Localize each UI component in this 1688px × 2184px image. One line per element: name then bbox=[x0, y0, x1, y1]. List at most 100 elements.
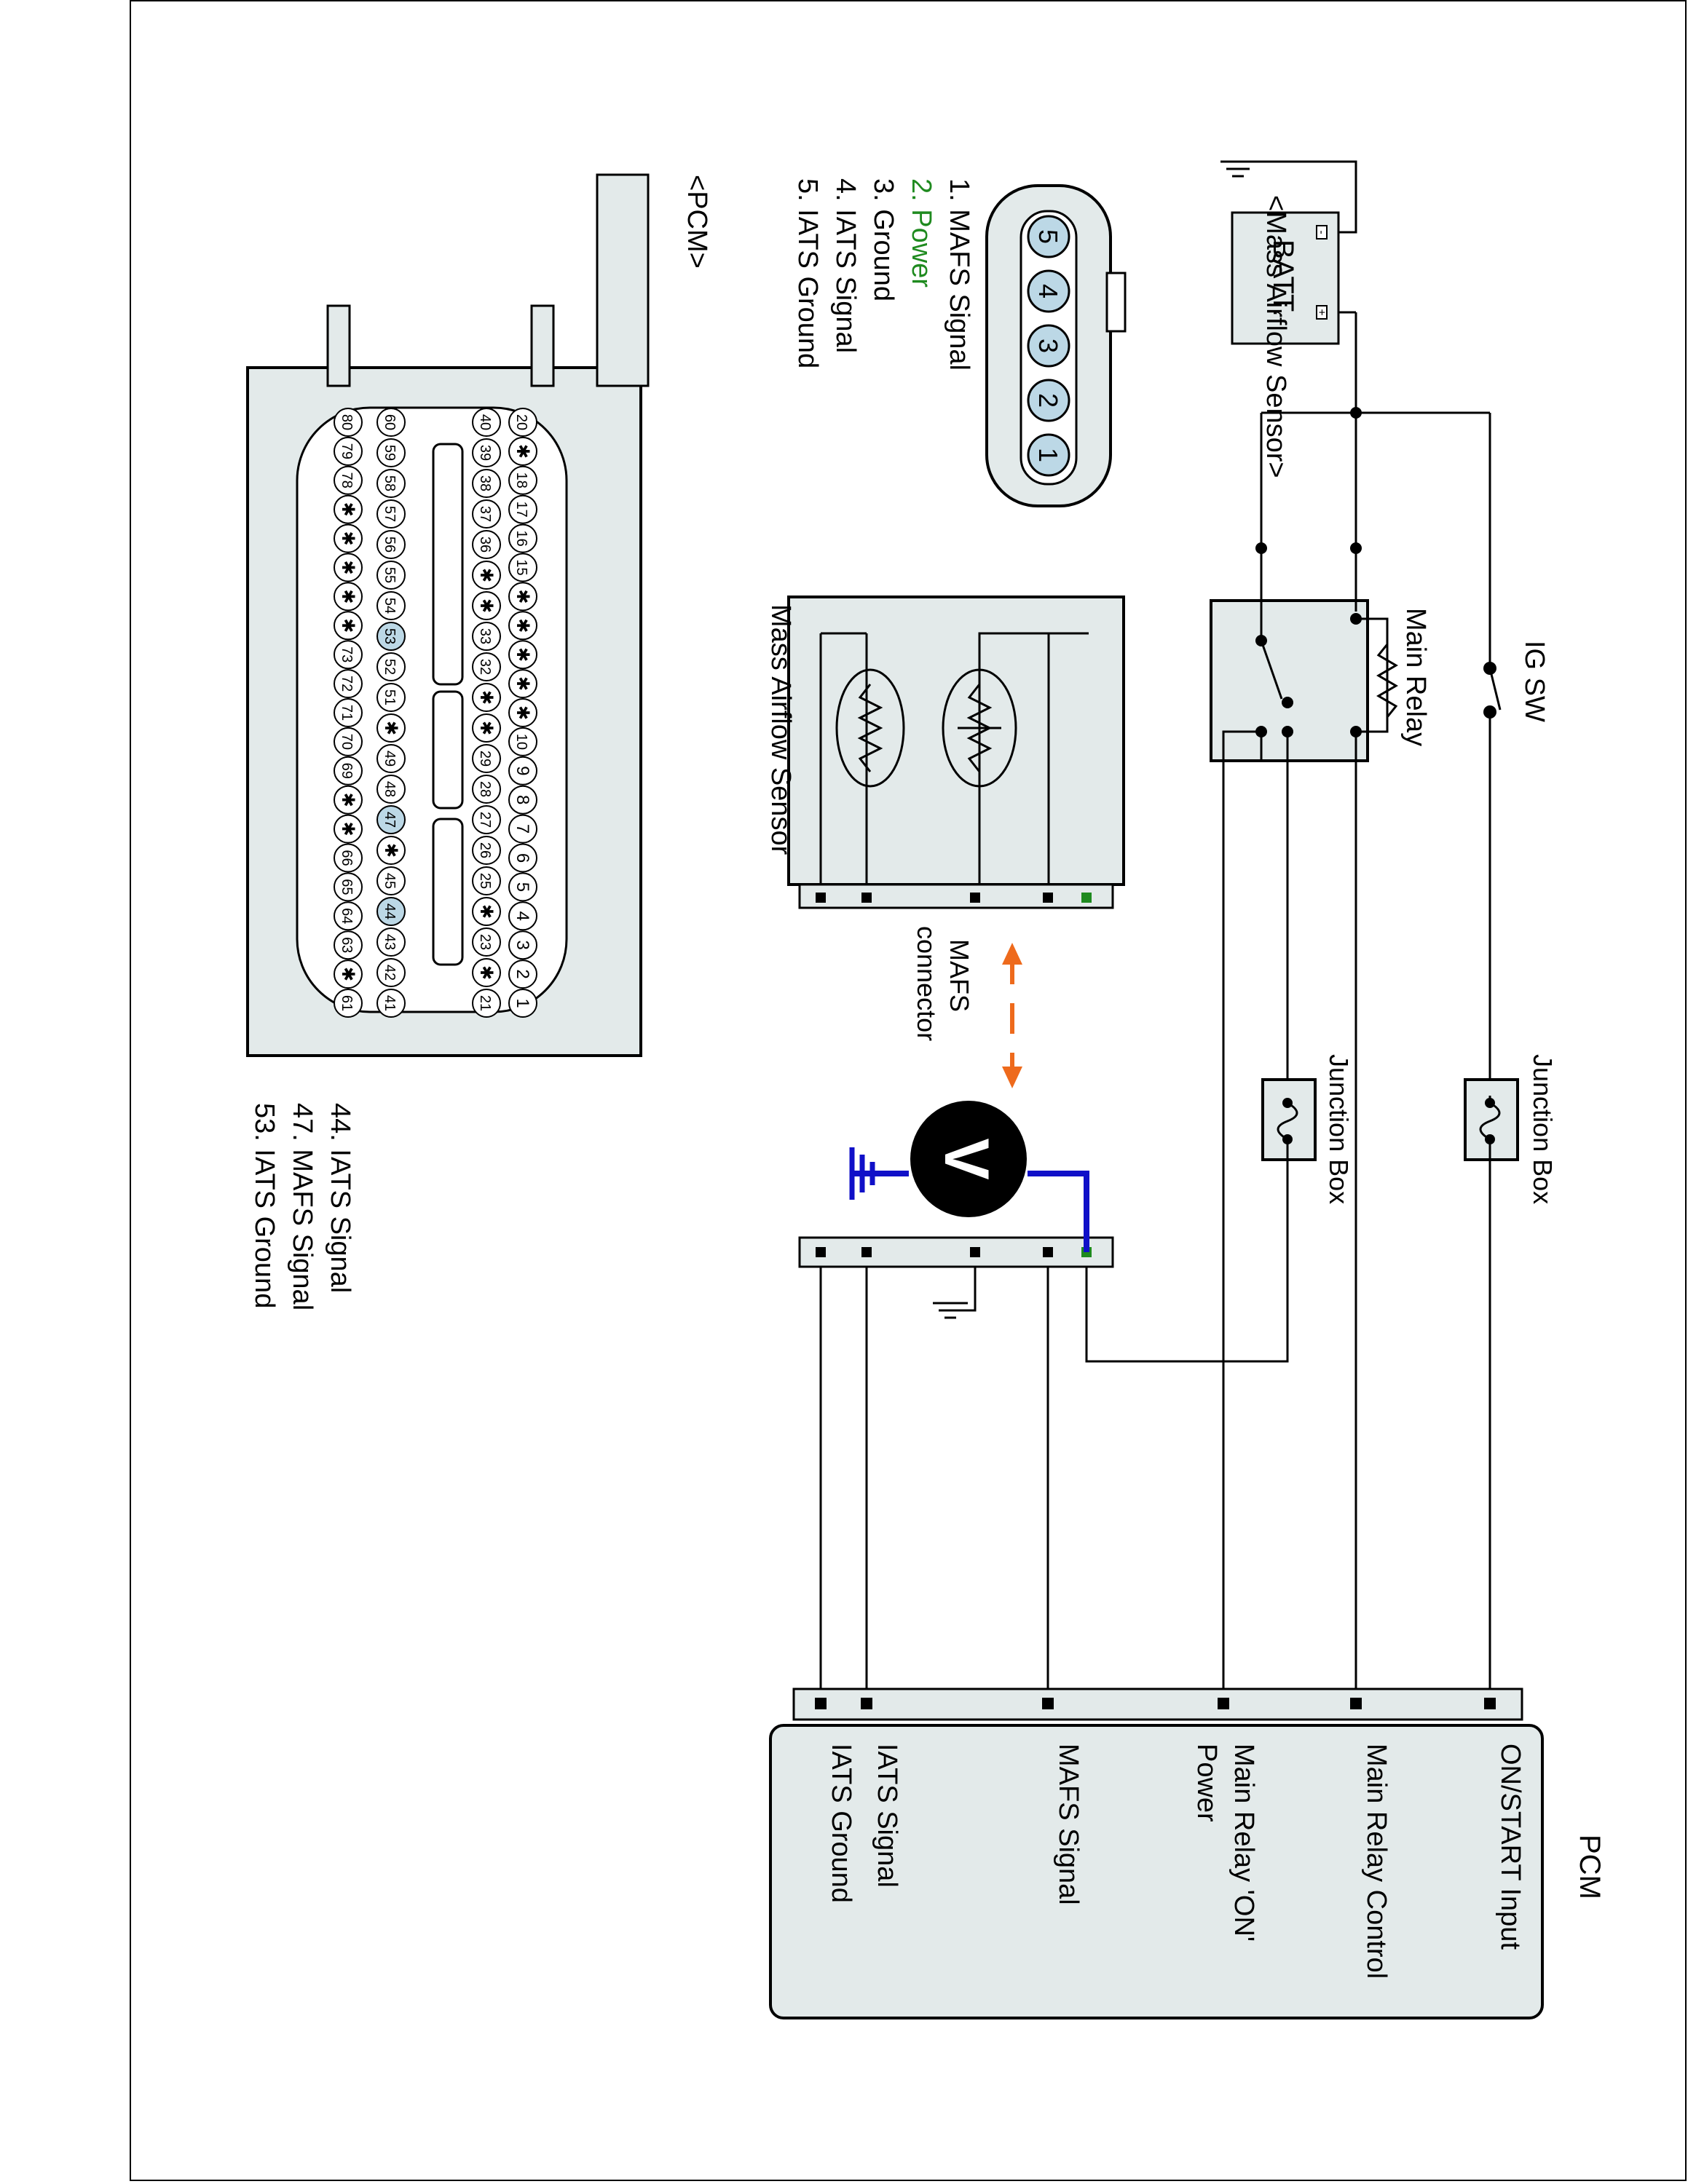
ig-sw-blade bbox=[1488, 668, 1502, 711]
pcm-connector-pin bbox=[334, 640, 363, 670]
pcm-connector-pin-number: 1 bbox=[513, 998, 532, 1008]
pcm-connector-pin bbox=[508, 611, 537, 641]
harness-connector-strip bbox=[798, 1236, 1114, 1268]
pcm-pin bbox=[1484, 1698, 1496, 1709]
pcm-pinout-item: 44. IATS Signal bbox=[325, 1103, 355, 1293]
pcm-connector-pin bbox=[508, 843, 537, 873]
main-relay-box bbox=[1210, 599, 1369, 762]
pcm-connector-pin-number: 69 bbox=[339, 763, 355, 779]
maf-sensor-pin bbox=[861, 893, 872, 903]
maf-pinout-item: 2. Power bbox=[906, 178, 936, 288]
pcm-connector-pin bbox=[376, 927, 406, 957]
pcm-connector-pin bbox=[472, 469, 501, 498]
pcm-connector-pin bbox=[472, 744, 501, 773]
pcm-connector-pin bbox=[334, 523, 363, 553]
pcm-connector-pin bbox=[472, 499, 501, 529]
pcm-connector-pin bbox=[472, 438, 501, 467]
pcm-block-label: PCM bbox=[1574, 1835, 1606, 1899]
maf-connector-pin bbox=[1027, 379, 1070, 422]
pcm-connector-pin-number: 39 bbox=[477, 445, 493, 461]
pcm-terminal-label: IATS Signal bbox=[872, 1744, 902, 1888]
pcm-connector-pin bbox=[334, 436, 363, 466]
pcm-connector-pin bbox=[334, 872, 363, 902]
pcm-connector-pin bbox=[472, 927, 501, 957]
pcm-terminal-label: IATS Ground bbox=[826, 1744, 856, 1903]
pcm-connector-pin-number: 38 bbox=[477, 475, 493, 491]
pcm-connector-pin bbox=[376, 775, 406, 804]
pcm-connector-pin-number: ✱ bbox=[338, 822, 358, 836]
pcm-connector-pin bbox=[376, 408, 406, 437]
pcm-connector-pin bbox=[472, 530, 501, 559]
junction-box-1-label: Junction Box bbox=[1528, 1054, 1558, 1204]
relay-coil-loop bbox=[1356, 617, 1389, 733]
pcm-pin bbox=[1218, 1698, 1229, 1709]
pcm-connector-pin-number: 16 bbox=[513, 530, 529, 546]
pcm-connector-pin bbox=[508, 408, 537, 437]
pcm-connector-pin bbox=[376, 561, 406, 590]
pcm-latch-tab-2 bbox=[326, 304, 351, 387]
pcm-connector-pin-number: ✱ bbox=[338, 531, 358, 546]
pcm-connector-pin bbox=[334, 814, 363, 844]
maf-connector-pin-number: 1 bbox=[1033, 448, 1063, 462]
pcm-connector-pin-number: 26 bbox=[477, 842, 493, 858]
pcm-connector-pin bbox=[376, 836, 406, 865]
pcm-connector-pin bbox=[472, 866, 501, 895]
pcm-connector-pin bbox=[508, 756, 537, 786]
junction-box-2-label: Junction Box bbox=[1324, 1054, 1354, 1204]
pcm-connector-pin bbox=[508, 582, 537, 612]
pcm-connector-pin-number: 37 bbox=[477, 506, 493, 522]
maf-connector-pin-number: 5 bbox=[1033, 229, 1063, 244]
pcm-connector-pin-number: 48 bbox=[382, 781, 398, 797]
maf-connector-latch bbox=[1105, 272, 1127, 333]
pcm-connector-pin bbox=[472, 958, 501, 987]
pcm-connector-pin bbox=[472, 713, 501, 743]
pcm-connector-pin bbox=[508, 640, 537, 670]
pcm-connector-pin-number: 40 bbox=[477, 414, 493, 430]
pcm-connector-pin bbox=[334, 611, 363, 641]
pcm-pinout-item: 47. MAFS Signal bbox=[287, 1103, 318, 1310]
voltmeter-label: V bbox=[931, 1138, 1001, 1179]
wire-junction2-to-maf bbox=[1085, 1139, 1289, 1363]
pcm-connector-pin-number: 63 bbox=[339, 937, 355, 953]
relay-contact-dot-3 bbox=[1282, 697, 1293, 708]
pcm-connector-pin-number: ✱ bbox=[381, 721, 401, 735]
pcm-connector-pin bbox=[376, 469, 406, 498]
pcm-connector-pin bbox=[472, 836, 501, 865]
maf-connector-pin bbox=[1027, 215, 1070, 258]
pcm-connector-pin-number: 71 bbox=[339, 705, 355, 721]
pcm-connector-pin-number: 28 bbox=[477, 781, 493, 797]
pcm-slot-3 bbox=[432, 818, 464, 966]
pcm-connector-pin bbox=[376, 713, 406, 743]
harness-ground-icon bbox=[933, 1302, 968, 1319]
harness-pin bbox=[1043, 1247, 1053, 1257]
pcm-connector-pin bbox=[376, 958, 406, 987]
pcm-connector-pin-number: 8 bbox=[513, 795, 532, 804]
page-border bbox=[130, 0, 1687, 2181]
harness-pin bbox=[970, 1247, 980, 1257]
pcm-connector-pin bbox=[508, 494, 537, 524]
pcm-connector-pin bbox=[472, 561, 501, 590]
maf-sensor-pin bbox=[816, 893, 826, 903]
pcm-pin bbox=[1042, 1698, 1054, 1709]
pcm-connector-pin-number: 7 bbox=[513, 824, 532, 834]
pcm-connector-pin bbox=[334, 843, 363, 873]
pcm-connector-pin-number: 2 bbox=[513, 969, 532, 978]
pcm-connector-pin bbox=[334, 727, 363, 756]
pcm-connector-pin bbox=[508, 901, 537, 931]
pcm-connector-pin-number: ✱ bbox=[338, 793, 358, 807]
pcm-connector-pin-number: ✱ bbox=[476, 690, 496, 705]
pcm-pin bbox=[1350, 1698, 1362, 1709]
pcm-connector-pin-number: 43 bbox=[382, 934, 398, 950]
pcm-connector-pin bbox=[472, 775, 501, 804]
pcm-connector-pin bbox=[508, 960, 537, 989]
voltmeter-lead-positive bbox=[1028, 1171, 1089, 1252]
pcm-terminal-label: Power bbox=[1191, 1744, 1222, 1822]
pcm-connector-pin-number: 73 bbox=[339, 646, 355, 662]
pcm-connector-pin bbox=[334, 494, 363, 524]
pcm-connector-pin-number: ✱ bbox=[338, 967, 358, 981]
pcm-connector-pin bbox=[508, 785, 537, 815]
pcm-terminal-label: MAFS Signal bbox=[1053, 1744, 1084, 1905]
pcm-connector-pin-number: 57 bbox=[382, 506, 398, 522]
maf-internal-2 bbox=[1047, 632, 1089, 885]
pcm-connector-pin bbox=[334, 930, 363, 960]
